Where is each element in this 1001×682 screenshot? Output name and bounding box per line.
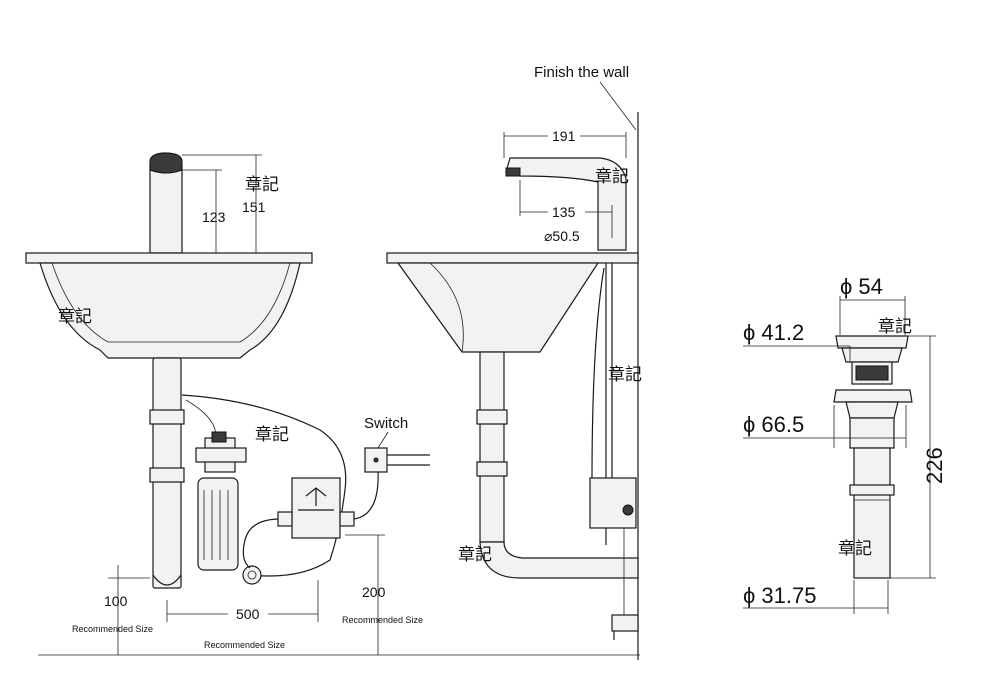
watermark: 章記 [608,365,642,384]
watermark: 章記 [458,545,492,564]
dim-151: 151 [242,199,266,215]
drain-pipe-side [479,351,505,543]
dim-diameter: ⌀50.5 [544,228,580,244]
rec-size-bottom: Recommended Size [204,640,285,650]
basin-bowl-front [39,262,301,359]
front-view: 123 151 Switch [25,152,640,656]
drain-tail-pipe [853,447,891,579]
dim-200: 200 [362,584,386,600]
dim-phi-41: ϕ 41.2 [743,320,804,345]
angle-valve-side [611,614,639,632]
basin-bowl-side [396,262,600,353]
watermark: 章記 [255,425,289,444]
detail-view: ϕ 54 ϕ 41.2 ϕ 66.5 ϕ 31.75 226 [743,274,947,614]
side-view: Finish the wall 191 135 ⌀50.5 [386,64,639,660]
faucet-sensor-front [149,152,183,174]
inlet-valve-front [242,565,262,585]
watermarks: 章記 章記 章記 章記 章記 章記 章記 章記 [58,167,912,564]
watermark: 章記 [245,175,279,194]
watermark: 章記 [595,167,629,186]
dim-phi-54: ϕ 54 [840,274,883,299]
dim-500: 500 [236,606,260,622]
faucet-spout-side [505,157,627,251]
dim-phi-31: ϕ 31.75 [743,583,817,608]
watermark: 章記 [838,539,872,558]
switch-label: Switch [364,415,408,432]
basin-rim-side [386,252,639,264]
dim-phi-66: ϕ 66.5 [743,412,804,437]
rec-size-right: Recommended Size [342,615,423,625]
dim-226: 226 [922,447,947,484]
finish-wall-label: Finish the wall [534,64,629,81]
dim-123: 123 [202,209,226,225]
watermark: 章記 [878,317,912,336]
control-box [291,477,341,539]
control-box-side [589,477,637,529]
sensor-cable-front [181,394,347,577]
dim-135: 135 [552,204,576,220]
watermark: 章記 [58,307,92,326]
rec-size-left: Recommended Size [72,624,153,634]
drain-cap [835,335,909,349]
basin-rim-front [25,252,313,264]
dim-191: 191 [552,128,576,144]
dim-100: 100 [104,593,128,609]
